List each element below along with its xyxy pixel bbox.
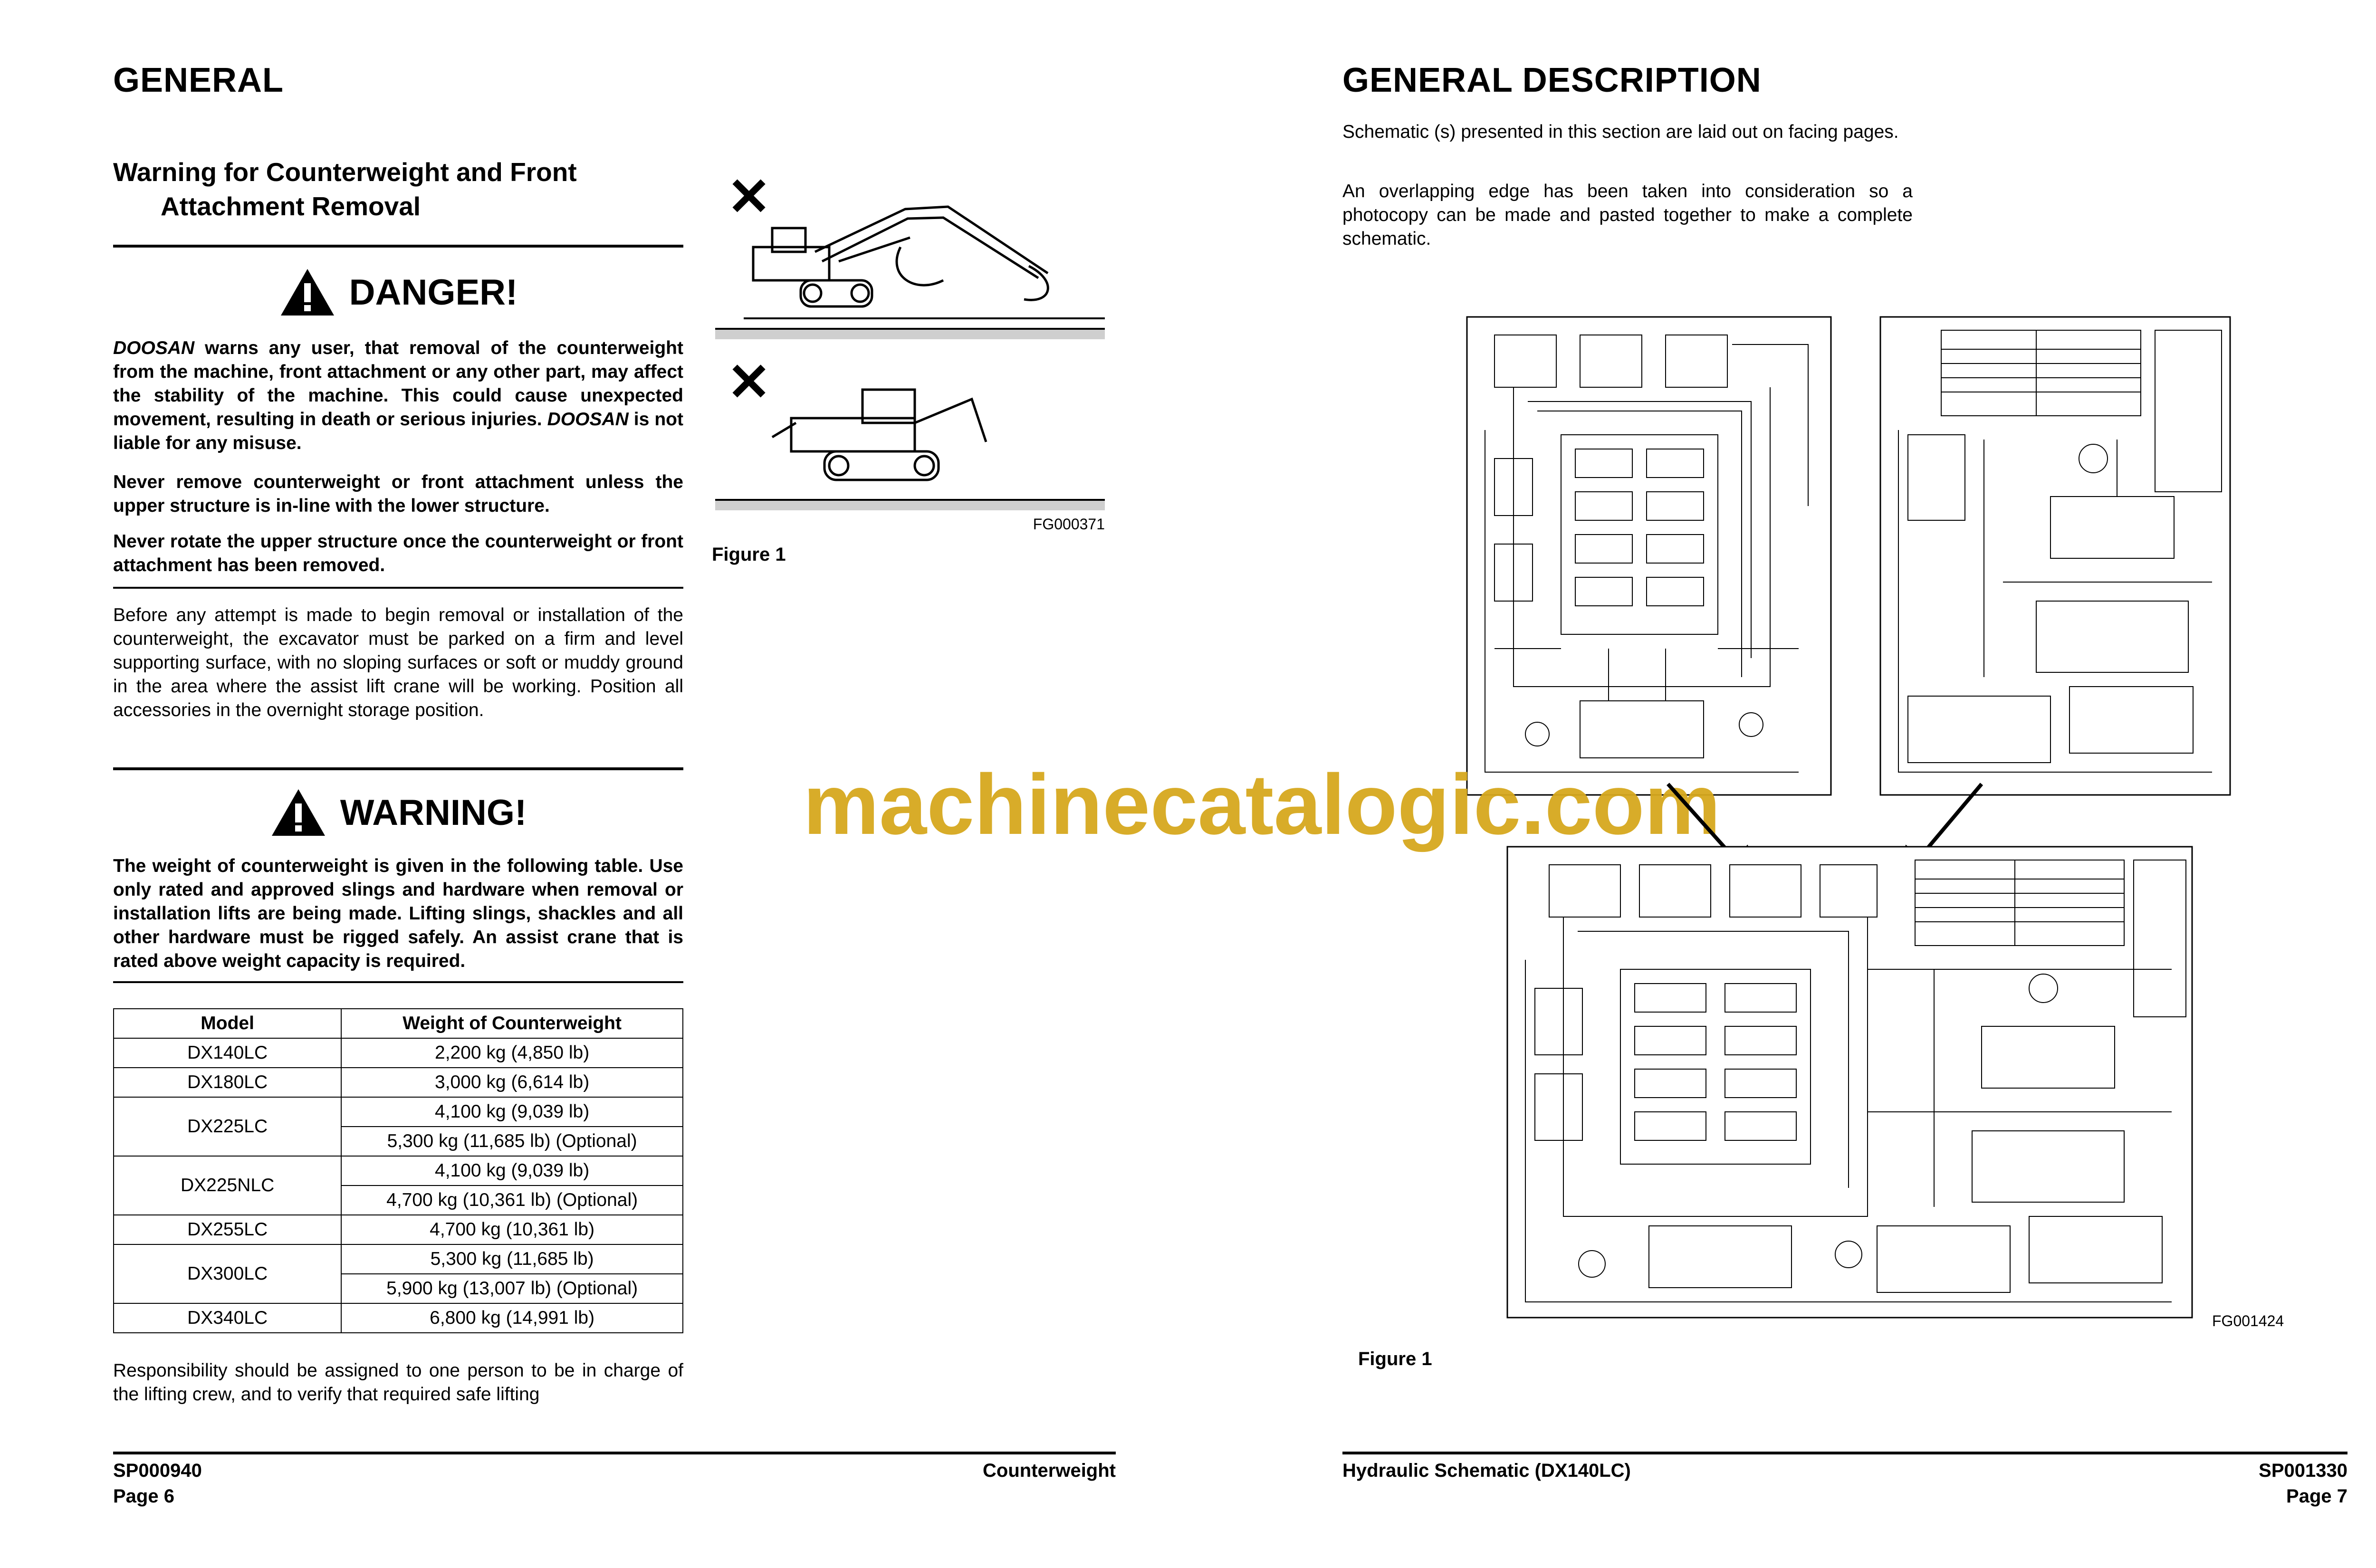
danger-header: DANGER! xyxy=(113,264,683,321)
figure-code-left: FG000371 xyxy=(1033,516,1105,533)
prohibited-x-icon: ✕ xyxy=(727,353,771,411)
weight-cell: 3,000 kg (6,614 lb) xyxy=(341,1067,683,1098)
weight-cell: 2,200 kg (4,850 lb) xyxy=(341,1038,683,1068)
table-row: 5,900 kg (13,007 lb) (Optional) xyxy=(114,1273,683,1304)
weight-cell: 4,100 kg (9,039 lb) xyxy=(341,1156,683,1186)
footer-right-codes: SP001330 Page 7 xyxy=(2259,1458,2347,1509)
brand-doosan: DOOSAN xyxy=(113,338,195,358)
table-row: DX340LC 6,800 kg (14,991 lb) xyxy=(113,1303,683,1333)
footer-rule-right xyxy=(1342,1452,2347,1454)
excavator-front-removed-illustration xyxy=(744,205,1105,319)
model-cell: DX225NLC xyxy=(113,1156,342,1215)
footer-page-number: Page 6 xyxy=(113,1486,174,1507)
model-cell: DX225LC xyxy=(113,1097,342,1157)
counterweight-table: Model Weight of Counterweight DX140LC 2,… xyxy=(113,1008,683,1333)
figure-code-right: FG001424 xyxy=(2212,1312,2284,1329)
subtitle-line-1: Warning for Counterweight and Front xyxy=(113,157,577,187)
subtitle-line-2: Attachment Removal xyxy=(161,191,421,221)
table-row: DX300LC 5,300 kg (11,685 lb) xyxy=(113,1244,683,1304)
figure-caption-right: Figure 1 xyxy=(1358,1348,1432,1369)
footer-page-number: Page 7 xyxy=(2286,1486,2347,1507)
footer-doc-code: SP001330 xyxy=(2259,1460,2347,1481)
model-cell: DX140LC xyxy=(113,1038,342,1068)
schematic-left-sheet xyxy=(1466,316,1832,796)
prohibited-x-icon: ✕ xyxy=(727,168,771,226)
warning-triangle-icon xyxy=(271,789,325,836)
header-weight: Weight of Counterweight xyxy=(341,1008,683,1039)
watermark-text: machinecatalogic.com xyxy=(803,757,1721,852)
footer-rule-left xyxy=(113,1452,1116,1454)
warning-header: WARNING! xyxy=(113,784,683,841)
excavator-figure: ✕ ✕ FG000371 xyxy=(715,171,1105,537)
weight-cell: 4,700 kg (10,361 lb) xyxy=(341,1214,683,1245)
model-cell: DX255LC xyxy=(113,1214,342,1245)
weight-cell: 4,100 kg (9,039 lb) xyxy=(341,1097,683,1127)
section-subtitle: Warning for Counterweight and Front Atta… xyxy=(113,155,577,223)
footer-doc-code: SP000940 xyxy=(113,1460,202,1481)
warning-paragraph: The weight of counterweight is given in … xyxy=(113,856,683,971)
divider xyxy=(113,245,683,248)
excavator-counterweight-removed-illustration xyxy=(771,388,987,481)
warning-triangle-icon xyxy=(280,269,334,316)
table-row: DX225NLC 4,100 kg (9,039 lb) xyxy=(113,1156,683,1215)
combined-hydraulic-schematic xyxy=(1506,846,2193,1319)
table-header-row: Model Weight of Counterweight xyxy=(113,1008,683,1039)
closing-paragraph: Responsibility should be assigned to one… xyxy=(113,1360,683,1405)
table-row: 4,700 kg (10,361 lb) (Optional) xyxy=(114,1185,683,1215)
table-row: 5,300 kg (11,685 lb) (Optional) xyxy=(114,1126,683,1157)
page-title-right: GENERAL DESCRIPTION xyxy=(1342,61,1762,99)
danger-label: DANGER! xyxy=(349,272,518,313)
model-cell: DX300LC xyxy=(113,1244,342,1304)
divider xyxy=(113,981,683,983)
weight-cell: 5,300 kg (11,685 lb) (Optional) xyxy=(341,1126,683,1157)
description-paragraph-2: An overlapping edge has been taken into … xyxy=(1342,181,1913,249)
danger-paragraph-2: Never remove counterweight or front atta… xyxy=(113,472,683,516)
model-cell: DX340LC xyxy=(113,1303,342,1333)
table-row: DX140LC 2,200 kg (4,850 lb) xyxy=(113,1038,683,1068)
schematic-right-sheet xyxy=(1879,316,2231,796)
footer-section-left: Counterweight xyxy=(983,1460,1116,1481)
table-row: DX225LC 4,100 kg (9,039 lb) xyxy=(113,1097,683,1157)
divider xyxy=(113,587,683,589)
warning-label: WARNING! xyxy=(340,792,527,833)
danger-paragraph-1: DOOSAN warns any user, that removal of t… xyxy=(113,338,683,453)
weight-cell: 6,800 kg (14,991 lb) xyxy=(341,1303,683,1333)
header-model: Model xyxy=(113,1008,342,1039)
weight-cell: 5,900 kg (13,007 lb) (Optional) xyxy=(341,1273,683,1304)
weight-cell: 5,300 kg (11,685 lb) xyxy=(341,1244,683,1274)
footer-section-right: Hydraulic Schematic (DX140LC) xyxy=(1342,1460,1631,1481)
figure-caption-left: Figure 1 xyxy=(712,544,786,565)
ground-line xyxy=(715,499,1105,510)
page-title-left: GENERAL xyxy=(113,61,284,99)
footer-left-codes: SP000940 Page 6 xyxy=(113,1458,202,1509)
model-cell: DX180LC xyxy=(113,1067,342,1098)
intro-paragraph: Before any attempt is made to begin remo… xyxy=(113,605,683,720)
table-row: DX180LC 3,000 kg (6,614 lb) xyxy=(113,1067,683,1098)
divider xyxy=(113,767,683,770)
danger-paragraph-3: Never rotate the upper structure once th… xyxy=(113,531,683,575)
table-row: DX255LC 4,700 kg (10,361 lb) xyxy=(113,1214,683,1245)
description-paragraph-1: Schematic (s) presented in this section … xyxy=(1342,122,1899,142)
weight-cell: 4,700 kg (10,361 lb) (Optional) xyxy=(341,1185,683,1215)
ground-line xyxy=(715,328,1105,339)
